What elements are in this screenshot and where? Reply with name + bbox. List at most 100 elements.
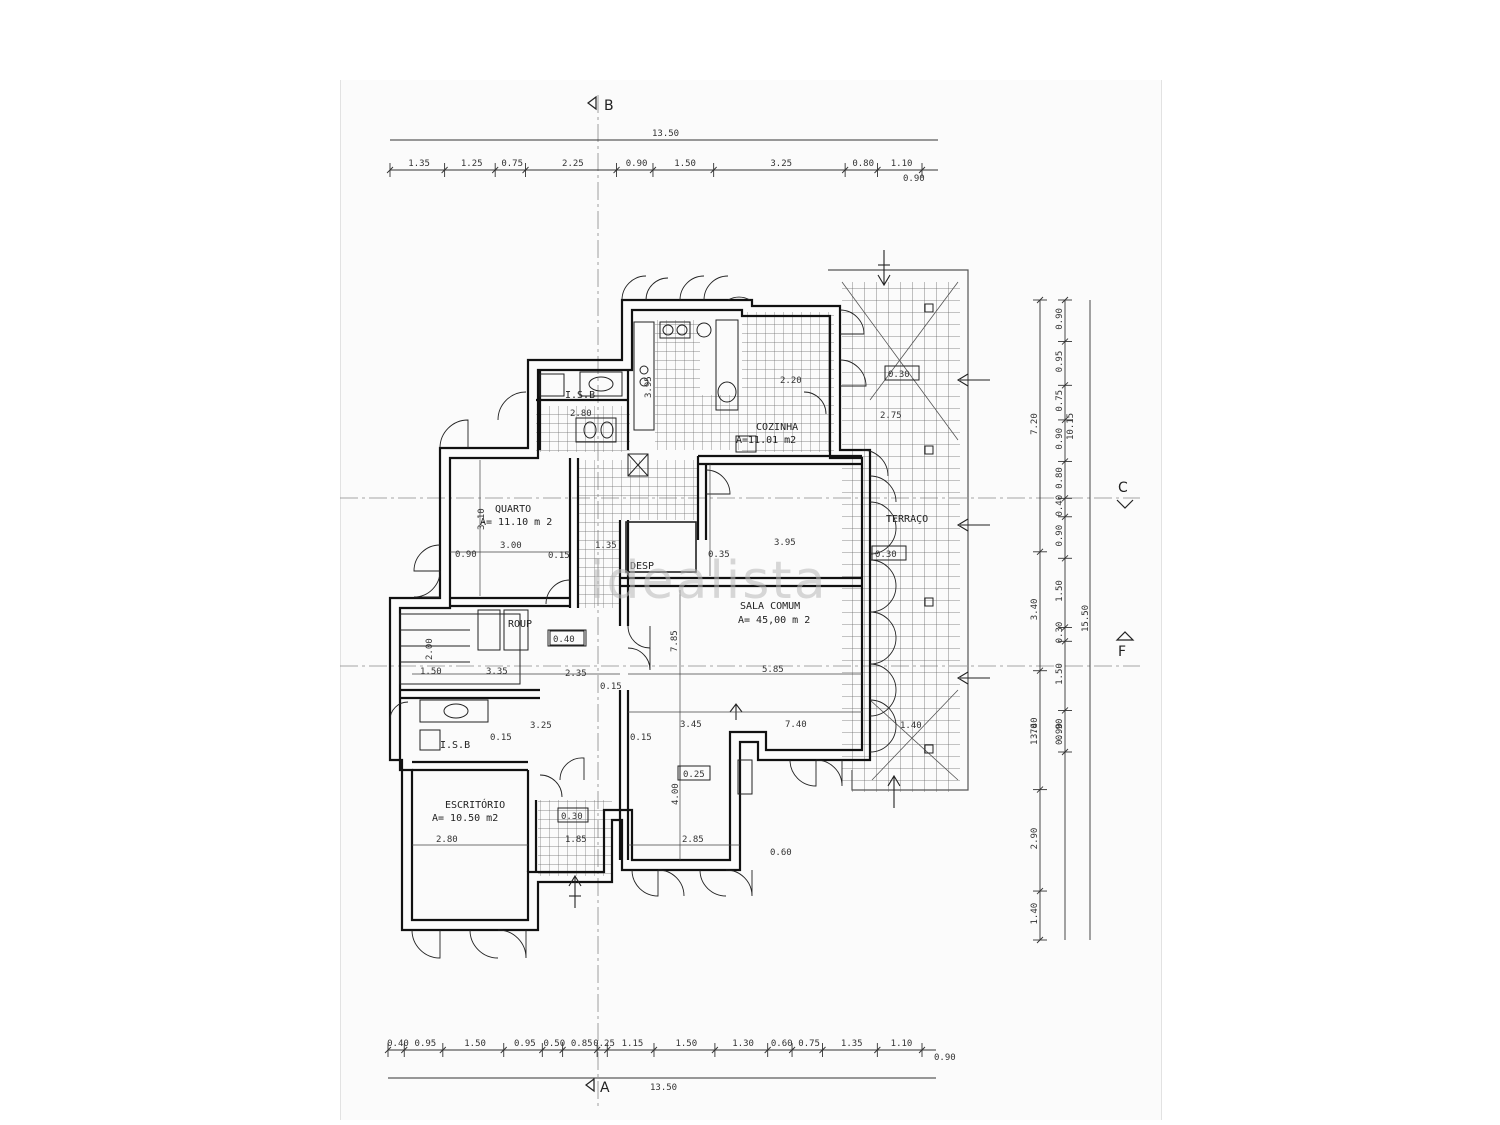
dim-015-b: 0.15 [600, 682, 622, 692]
cozinha-name: COZINHA [756, 422, 798, 433]
bottom-segment-dim-9: 1.30 [732, 1039, 754, 1049]
drawing-sheet [340, 80, 1162, 1120]
bottom-segment-dim-11: 0.75 [798, 1039, 820, 1049]
walls [388, 298, 872, 932]
top-segment-dim-4: 0.90 [626, 159, 648, 169]
bottom-segment-dim-6: 0.25 [593, 1039, 615, 1049]
top-segment-dim-5: 1.50 [674, 159, 696, 169]
bottom-segment-dim-2: 1.50 [464, 1039, 486, 1049]
bottom-segment-dim-5: 0.85 [571, 1039, 593, 1049]
bottom-segment-dim-4: 0.50 [543, 1039, 565, 1049]
desp-name: DESP [630, 561, 654, 572]
right-segment-dim-4: 0.80 [1055, 467, 1065, 489]
inner-dims: 3.00 3.10 3.95 7.85 5.85 3.45 7.40 4.00 … [420, 376, 922, 858]
top-extra-dim: 0.90 [903, 174, 925, 184]
dim-185: 1.85 [565, 835, 587, 845]
axis-c-arrow-icon [1116, 499, 1134, 509]
quarto-name: QUARTO [495, 504, 531, 515]
right-overall-dim: 15.50 [1081, 605, 1091, 632]
top-segment-dim-3: 2.25 [562, 159, 584, 169]
right-segment-dim-9: 1.50 [1055, 663, 1065, 685]
bottom-extra-dim: 0.90 [934, 1053, 956, 1063]
bottom-segment-dim-3: 0.95 [514, 1039, 536, 1049]
right-segment-dim-3: 0.90 [1055, 428, 1065, 450]
sala-comum-name: SALA COMUM [740, 601, 800, 612]
bottom-segment-dim-8: 1.50 [675, 1039, 697, 1049]
top-segment-dim-2: 0.75 [501, 159, 523, 169]
right-segment-dim-10: 0.90 [1055, 719, 1065, 741]
dim-quarto-depth: 3.10 [477, 508, 487, 530]
axis-markers [585, 95, 1135, 1093]
dim-060: 0.60 [770, 848, 792, 858]
level-markers [549, 365, 920, 823]
shower-tray-icon [539, 373, 565, 397]
right-segment-dim-5: 0.40 [1055, 495, 1065, 517]
level-hall: 0.40 [553, 635, 575, 645]
dim-090: 0.90 [455, 550, 477, 560]
bottom-overall-dim: 13.50 [650, 1083, 677, 1093]
dim-280-isb: 2.80 [570, 409, 592, 419]
level-entrance: 0.25 [683, 770, 705, 780]
cozinha-area: A=11.01 m2 [736, 435, 796, 446]
dim-140: 1.40 [900, 721, 922, 731]
escritorio-area: A= 10.50 m2 [432, 813, 498, 824]
top-segment-dim-0: 1.35 [408, 159, 430, 169]
dim-entrance-width: 3.45 [680, 720, 702, 730]
dim-hall-235: 2.35 [565, 669, 587, 679]
right-segment-dim-8: 0.30 [1055, 622, 1065, 644]
top-segment-dim-6: 3.25 [770, 159, 792, 169]
right-small-dim-2: 1.70 [1030, 723, 1040, 745]
washbasin-icon [588, 376, 614, 392]
top-overall-dim: 13.50 [652, 129, 679, 139]
fixtures [399, 319, 757, 795]
dim-135: 1.35 [595, 541, 617, 551]
right-group-dim-0: 7.20 [1030, 413, 1040, 435]
dining-table-icon [717, 381, 737, 403]
sala-comum-area: A= 45,00 m 2 [738, 615, 810, 626]
level-porch: 0.30 [561, 812, 583, 822]
dim-015-d: 0.15 [490, 733, 512, 743]
dim-entrance-bottom: 2.85 [682, 835, 704, 845]
bottom-segment-dim-1: 0.95 [415, 1039, 437, 1049]
roup-name: ROUP [508, 619, 532, 630]
bottom-segment-dim-0: 0.40 [387, 1039, 409, 1049]
level-terraco-2: 0.30 [875, 550, 897, 560]
sink-icon [662, 324, 674, 336]
quarto-area: A= 11.10 m 2 [480, 517, 552, 528]
dim-015-c: 0.15 [630, 733, 652, 743]
dim-escritorio-width: 2.80 [436, 835, 458, 845]
shower-tray-icon-2 [419, 729, 441, 751]
right-segment-dim-2: 0.75 [1055, 390, 1065, 412]
axis-a-label: A [600, 1080, 610, 1096]
isb-2-name: I.S.B [440, 740, 470, 751]
dim-150: 1.50 [420, 667, 442, 677]
right-group-dim-4: 1.40 [1030, 903, 1040, 925]
bottom-segment-dim-7: 1.15 [622, 1039, 644, 1049]
right-small-dim-1: 10.15 [1066, 413, 1076, 440]
axis-a-arrow-icon [585, 1077, 595, 1093]
axis-b-label: B [604, 98, 614, 114]
dim-entrance-depth: 4.00 [671, 783, 681, 805]
dim-275: 2.75 [880, 411, 902, 421]
terrace [828, 269, 969, 792]
dim-sala-upper: 3.95 [774, 538, 796, 548]
section-arrows [568, 250, 990, 908]
dim-035: 0.35 [708, 550, 730, 560]
top-segment-dim-8: 1.10 [891, 159, 913, 169]
dim-cozinha-depth: 3.95 [644, 376, 654, 398]
axis-f-label: F [1118, 644, 1126, 660]
dim-quarto-width: 3.00 [500, 541, 522, 551]
dim-015-a: 0.15 [548, 551, 570, 561]
tiled-areas [536, 312, 834, 876]
dim-sala-width: 5.85 [762, 665, 784, 675]
right-segment-dim-7: 1.50 [1055, 580, 1065, 602]
top-segment-dim-1: 1.25 [461, 159, 483, 169]
right-group-dim-1: 3.40 [1030, 599, 1040, 621]
right-segment-dim-6: 0.90 [1055, 525, 1065, 547]
watermark-logo: idealista [590, 551, 828, 611]
room-labels: QUARTO A= 11.10 m 2 COZINHA A=11.01 m2 S… [432, 390, 928, 824]
isb-1-name: I.S.B [565, 390, 595, 401]
axis-c-label: C [1118, 480, 1128, 496]
dim-hall-width: 3.25 [530, 721, 552, 731]
